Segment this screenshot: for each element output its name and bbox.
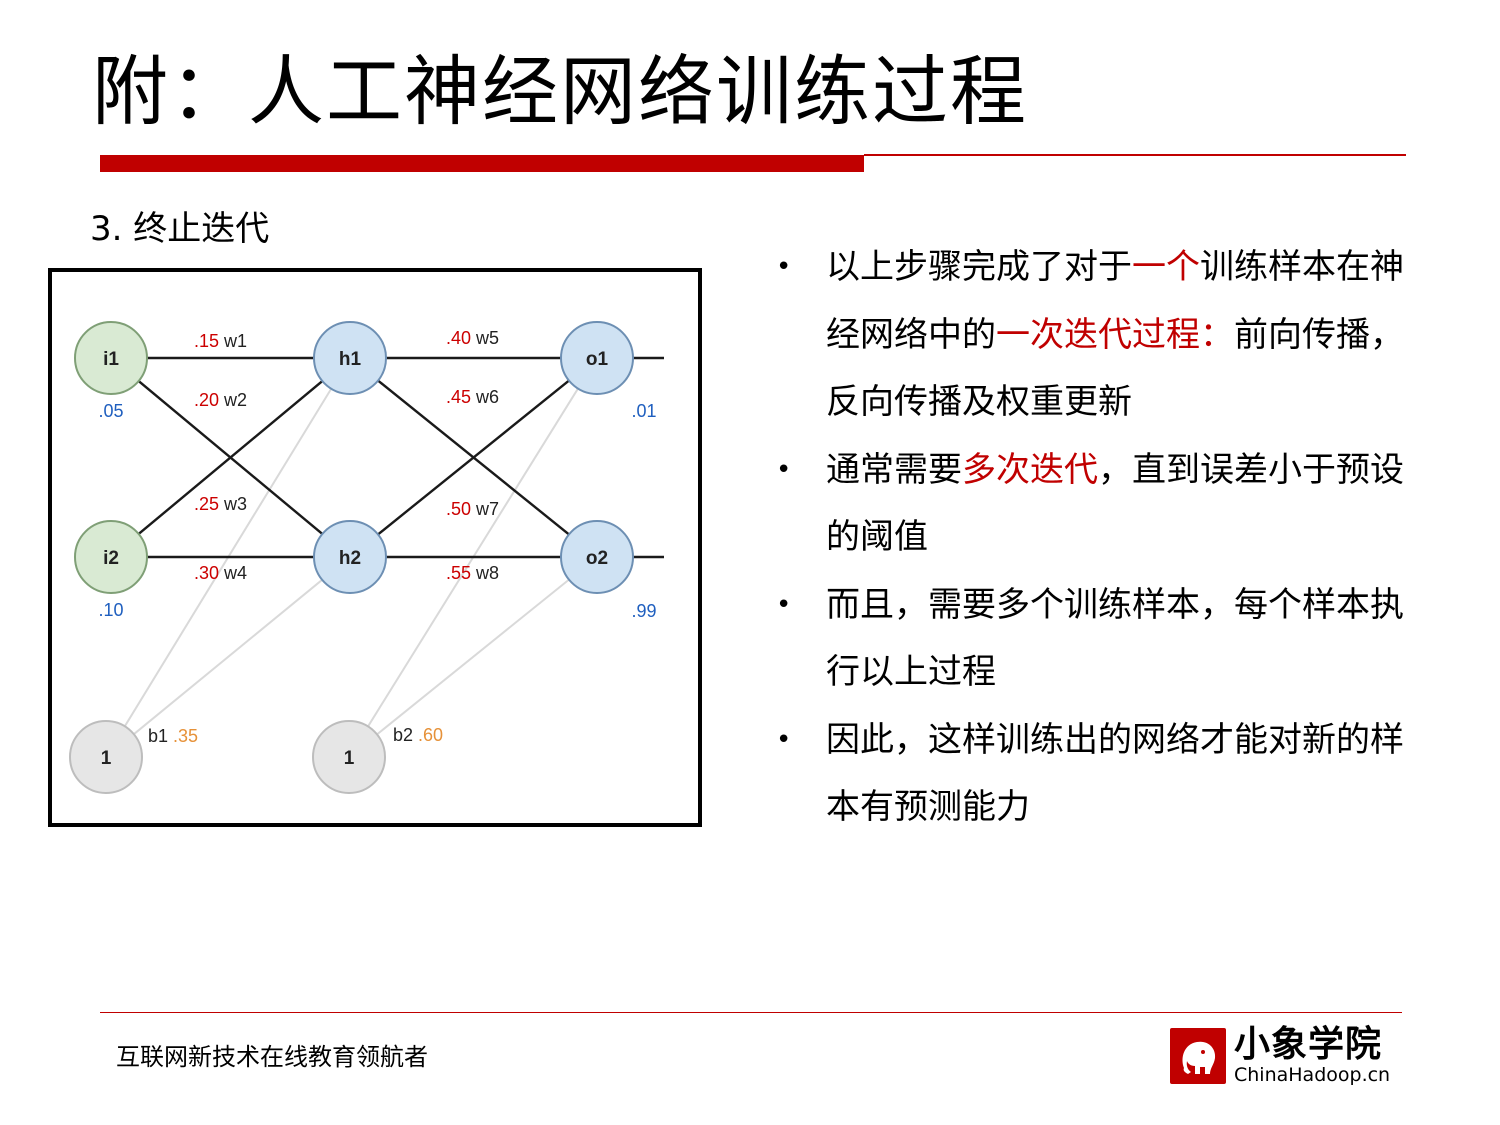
bias-edge [376,578,570,736]
node-o2 [560,520,634,594]
node-label: h2 [339,548,361,569]
bias-label: b1 .35 [148,726,198,746]
weight-label: .50 w7 [446,499,499,519]
weight-label: .20 w2 [194,390,247,410]
highlighted-text: 一个 [1132,247,1200,287]
bias-edge [133,579,323,735]
weight-label: .45 w6 [446,387,499,407]
weight-edge [377,379,570,536]
node-label: h1 [339,349,362,370]
node-value: .05 [98,401,123,421]
node-b1 [69,720,143,794]
node-label: 1 [101,748,112,769]
bias-label: b2 .60 [393,725,443,745]
weight-edge [137,380,324,535]
weight-label: .40 w5 [446,328,499,348]
node-label: i1 [103,349,119,370]
bullet-text: 前向传播，反向传播及权重更新 [826,314,1404,423]
bullet-dot: • [776,252,792,282]
weight-label: .15 w1 [194,331,247,351]
node-value: .99 [631,601,656,621]
bullet-text: 通常需要 [826,449,962,490]
logo-text-en: ChinaHadoop.cn [1234,1064,1391,1086]
weight-label: .30 w4 [194,563,247,583]
network-svg: i1 i2 h1 h2 o1 o2 1 1 .05 .10 .01 .99 .15 w1 .20 w2 .2… [69,321,664,794]
bullet-dot: • [776,724,792,755]
bullet-dot: • [776,589,792,620]
highlighted-text: 一次迭代过程： [996,314,1234,355]
elephant-icon [1170,1028,1226,1084]
node-label: o2 [586,548,608,569]
neural-network-diagram: i1 i2 h1 h2 o1 o2 1 1 .05 .10 .01 .99 .15 w1 .20 w2 .2… [48,268,702,827]
weight-label: .25 w3 [194,494,247,514]
node-value: .01 [631,401,656,421]
bullet-item: • 因此，这样训练出的网络才能对新的样本有预测能力 [768,707,1408,842]
bullet-text: 训练样本在神经网络中的 [826,247,1404,355]
highlighted-text: 多次迭代 [962,449,1098,490]
node-h2 [313,520,387,594]
node-o1 [560,321,634,395]
title-underline-thick [100,155,864,172]
brand-logo: 小象学院 ChinaHadoop.cn [1170,1024,1396,1088]
footer-tagline: 互联网新技术在线教育领航者 [116,1043,428,1071]
node-label: i2 [103,548,119,569]
section-subtitle: 3. 终止迭代 [90,209,270,249]
node-label: 1 [344,748,355,769]
bullet-text: 因此，这样训练出的网络才能对新的样本有预测能力 [826,719,1404,828]
node-i1 [74,321,148,395]
node-b2 [312,720,386,794]
node-label: o1 [586,349,609,370]
node-value: .10 [98,600,123,620]
page-title: 附：人工神经网络训练过程 [92,47,1028,136]
logo-text-cn: 小象学院 [1234,1024,1383,1065]
title-underline-thin [864,154,1406,156]
node-i2 [74,520,148,594]
bullet-item: • 而且，需要多个训练样本，每个样本执行以上过程 [768,572,1408,707]
bullet-dot: • [776,454,792,485]
bullet-list: • 以上步骤完成了对于一个训练样本在神经网络中的一次迭代过程：前向传播，反向传播及… [768,234,1408,842]
weight-label: .55 w8 [446,563,499,583]
bullet-item: • 通常需要多次迭代，直到误差小于预设的阈值 [768,437,1408,572]
bullet-text: ，直到误差小于预设的阈值 [826,449,1404,558]
bullet-text: 以上步骤完成了对于 [826,247,1132,287]
bullet-text: 而且，需要多个训练样本，每个样本执行以上过程 [826,584,1404,693]
node-h1 [313,321,387,395]
footer-divider [100,1012,1402,1013]
bullet-item: • 以上步骤完成了对于一个训练样本在神经网络中的一次迭代过程：前向传播，反向传播及… [768,234,1408,437]
